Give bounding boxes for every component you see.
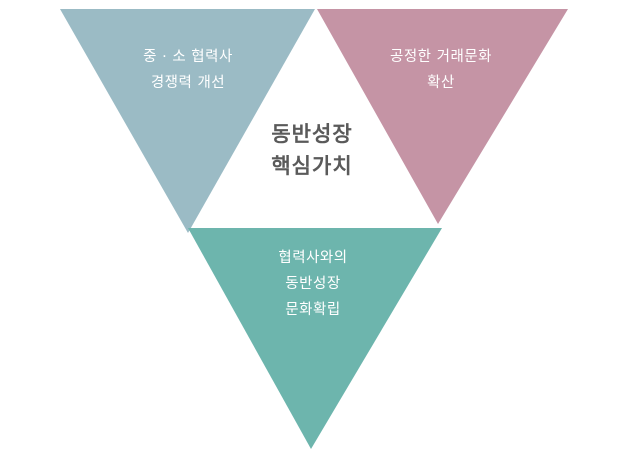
label-line: 공정한 거래문화 — [390, 49, 492, 65]
label-line: 문화확립 — [285, 302, 341, 318]
center-core-value: 동반성장 핵심가치 — [271, 118, 352, 182]
label-line: 경쟁력 개선 — [150, 75, 226, 91]
label-partnership-culture: 협력사와의 동반성장 문화확립 — [278, 245, 347, 323]
label-fair-trade: 공정한 거래문화 확산 — [390, 44, 492, 96]
label-line: 협력사와의 — [278, 250, 348, 266]
center-line: 핵심가치 — [271, 154, 353, 178]
triangle-right — [317, 9, 568, 224]
label-line: 동반성장 — [285, 276, 341, 292]
triangle-bottom — [188, 228, 442, 449]
label-line: 확산 — [427, 75, 455, 91]
label-competitiveness: 중 · 소 협력사 경쟁력 개선 — [143, 44, 233, 96]
center-line: 동반성장 — [271, 122, 353, 146]
triangle-left — [60, 9, 315, 233]
label-line: 중 · 소 협력사 — [143, 49, 233, 65]
